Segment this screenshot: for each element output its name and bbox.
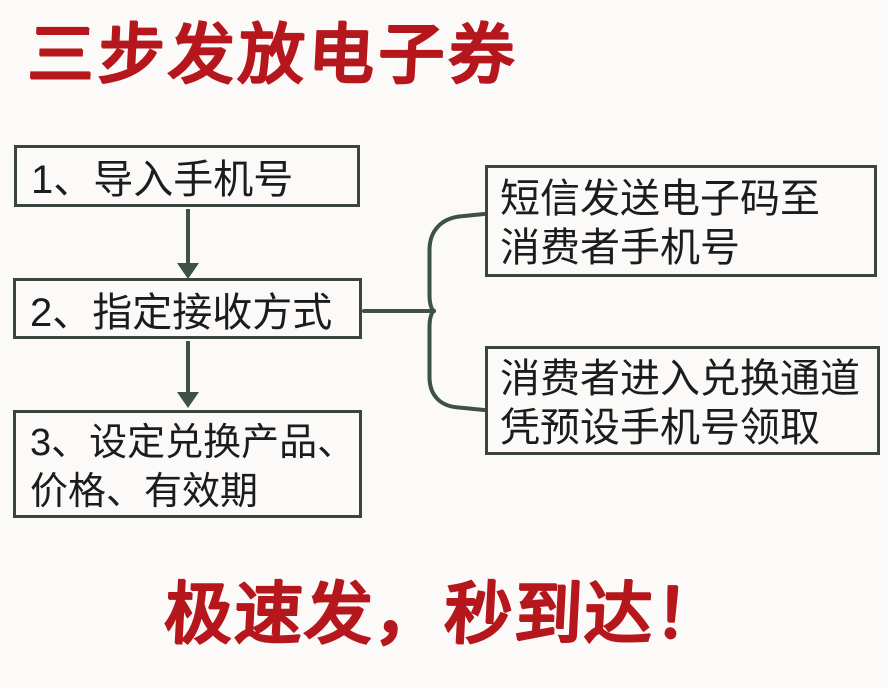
down-arrow-icon-2 — [177, 341, 199, 408]
branch-box-redeem: 消费者进入兑换通道 凭预设手机号领取 — [485, 346, 880, 455]
branch-box-sms: 短信发送电子码至 消费者手机号 — [485, 165, 877, 277]
footer-slogan: 极速发，秒到达！ — [161, 576, 726, 652]
branch-connector-icon — [362, 212, 486, 412]
step-box-3: 3、设定兑换产品、 价格、有效期 — [13, 410, 362, 518]
step-3-label-line-1: 3、设定兑换产品、 — [30, 422, 356, 464]
branch-sms-line-2: 消费者手机号 — [500, 226, 740, 270]
page-title: 三步发放电子券 — [26, 17, 520, 91]
branch-redeem-line-1: 消费者进入兑换通道 — [500, 357, 860, 401]
branch-sms-line-1: 短信发送电子码至 — [500, 177, 820, 221]
down-arrow-icon-1 — [177, 209, 199, 279]
step-1-label: 1、导入手机号 — [31, 158, 294, 202]
step-3-label-line-2: 价格、有效期 — [30, 471, 259, 513]
step-2-label: 2、指定接收方式 — [30, 290, 333, 335]
step-box-2: 2、指定接收方式 — [13, 278, 362, 339]
step-box-1: 1、导入手机号 — [14, 145, 360, 207]
branch-redeem-line-2: 凭预设手机号领取 — [500, 406, 820, 450]
